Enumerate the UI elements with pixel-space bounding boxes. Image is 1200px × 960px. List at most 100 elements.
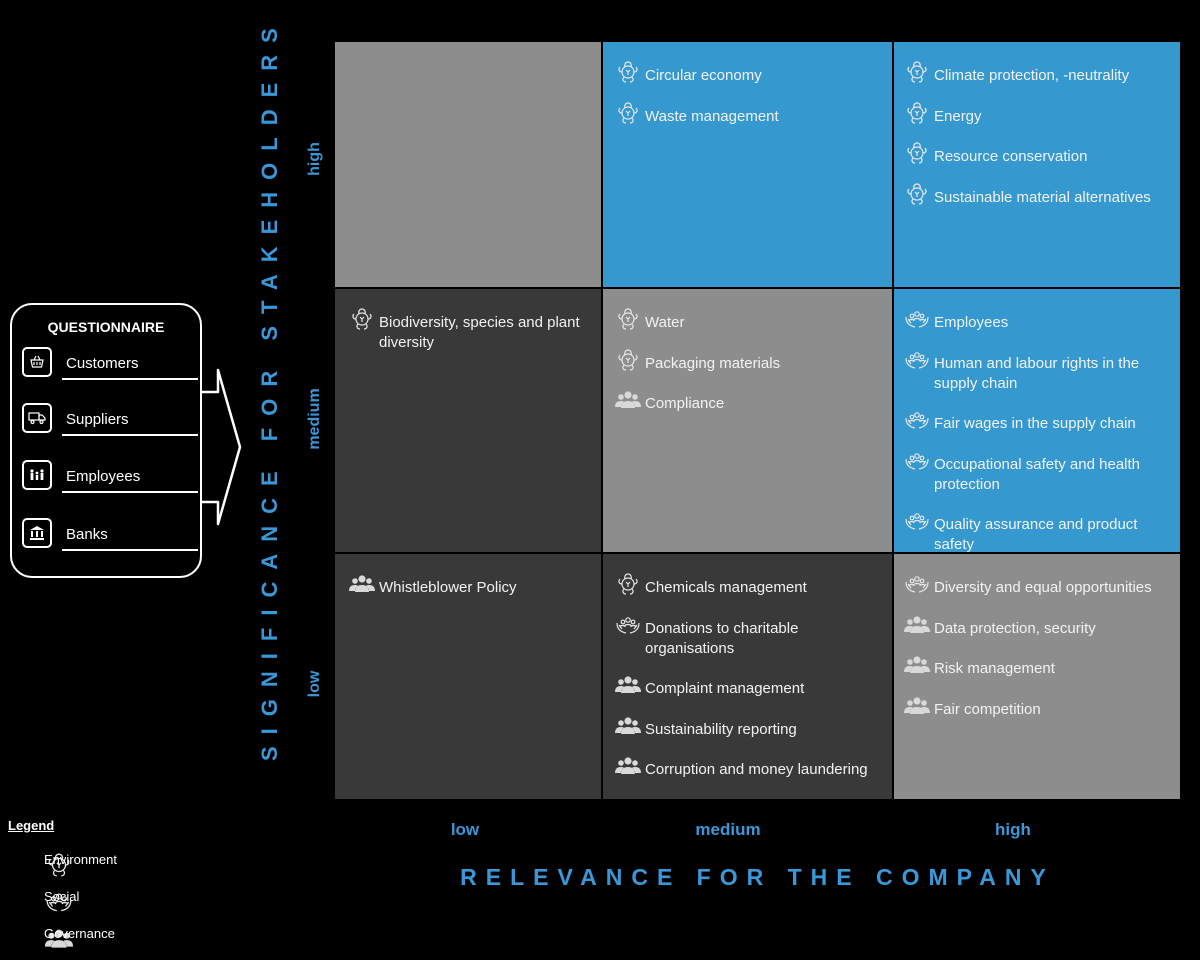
questionnaire-item: Employees <box>22 460 198 496</box>
legend-item-label: Governance <box>44 926 115 941</box>
questionnaire-item: Customers <box>22 347 198 383</box>
social-icon <box>904 572 930 596</box>
social-icon <box>904 408 930 432</box>
matrix-item: Resource conservation <box>904 142 1170 167</box>
matrix-item-label: Complaint management <box>645 680 805 697</box>
matrix-item: Employees <box>904 311 1170 333</box>
matrix-item: Complaint management <box>615 676 882 699</box>
environment-icon <box>615 348 641 372</box>
matrix-item: Fair competition <box>904 696 1170 720</box>
matrix-item-label: Occupational safety and health protectio… <box>934 455 1140 493</box>
answer-line <box>62 434 198 436</box>
matrix-item: Data protection, security <box>904 615 1170 639</box>
matrix-cell: Whistleblower Policy <box>335 554 601 799</box>
matrix-item: Risk management <box>904 656 1170 679</box>
legend-title: Legend <box>8 818 55 833</box>
matrix-item-label: Circular economy <box>645 67 762 84</box>
matrix-item: Sustainability reporting <box>615 716 882 740</box>
matrix-item-label: Sustainability reporting <box>645 720 797 738</box>
matrix-item: Corruption and money laundering <box>615 757 882 780</box>
environment-icon <box>615 101 641 125</box>
matrix-item-label: Corruption and money laundering <box>645 761 868 778</box>
matrix-item: Energy <box>904 101 1170 127</box>
questionnaire-item: Banks <box>22 518 198 554</box>
matrix-item-label: Human and labour rights in the supply ch… <box>934 354 1140 392</box>
bank-icon <box>22 518 52 548</box>
environment-icon <box>615 307 641 331</box>
answer-line <box>62 378 198 380</box>
questionnaire-item-label: Employees <box>66 468 141 485</box>
governance-icon <box>904 613 930 637</box>
environment-icon <box>615 572 641 596</box>
questionnaire-item-label: Banks <box>66 526 108 543</box>
social-icon <box>904 307 930 331</box>
matrix-item: Chemicals management <box>615 573 882 598</box>
y-level-label: high <box>306 142 323 176</box>
matrix-item: Waste management <box>615 101 882 127</box>
governance-icon <box>904 694 930 718</box>
governance-icon <box>349 572 375 596</box>
matrix-item-label: Sustainable material alternatives <box>934 188 1151 206</box>
governance-icon <box>615 388 641 412</box>
governance-icon <box>904 653 930 677</box>
matrix-item-label: Compliance <box>645 395 725 412</box>
matrix-item-label: Climate protection, -neutrality <box>934 67 1130 84</box>
matrix-cell: Biodiversity, species and plant diversit… <box>335 289 601 552</box>
arrow-icon <box>202 368 242 526</box>
matrix-item: Quality assurance and product safety <box>904 513 1170 555</box>
questionnaire-item-label: Suppliers <box>66 411 129 428</box>
matrix-item: Occupational safety and health protectio… <box>904 452 1170 495</box>
matrix-item: Sustainable material alternatives <box>904 182 1170 208</box>
matrix-item-label: Biodiversity, species and plant diversit… <box>379 314 580 351</box>
matrix-item: Climate protection, -neutrality <box>904 61 1170 86</box>
truck-icon <box>22 403 52 433</box>
legend-item-label: Social <box>44 889 80 904</box>
matrix-item-label: Chemicals management <box>645 579 807 596</box>
y-level-label: low <box>306 670 323 698</box>
governance-icon <box>615 673 641 697</box>
matrix-item-label: Resource conservation <box>934 148 1088 165</box>
social-icon <box>615 613 641 637</box>
governance-icon <box>44 926 74 952</box>
social-icon <box>904 348 930 372</box>
matrix-item: Human and labour rights in the supply ch… <box>904 351 1170 394</box>
matrix-item-label: Packaging materials <box>645 354 781 372</box>
people-icon <box>22 460 52 490</box>
matrix-item-label: Whistleblower Policy <box>379 579 517 596</box>
social-icon <box>904 449 930 473</box>
matrix-item-label: Diversity and equal opportunities <box>934 579 1152 596</box>
matrix-item-label: Donations to charitable organisations <box>645 619 799 657</box>
matrix-item: Biodiversity, species and plant diversit… <box>349 308 591 353</box>
governance-icon <box>615 714 641 738</box>
y-level-label: medium <box>306 388 323 450</box>
environment-icon <box>904 182 930 206</box>
questionnaire-item: Suppliers <box>22 403 198 439</box>
matrix-item-label: Data protection, security <box>934 619 1096 637</box>
answer-line <box>62 491 198 493</box>
matrix-item: Diversity and equal opportunities <box>904 576 1170 598</box>
matrix-item-label: Employees <box>934 314 1009 331</box>
matrix-item: Compliance <box>615 391 882 414</box>
x-axis-title: RELEVANCE FOR THE COMPANY <box>460 864 1055 890</box>
matrix-item: Whistleblower Policy <box>349 575 591 598</box>
answer-line <box>62 549 198 551</box>
environment-icon <box>904 101 930 125</box>
matrix-item: Packaging materials <box>615 348 882 374</box>
social-icon <box>44 889 74 915</box>
matrix-cell <box>335 42 601 287</box>
matrix-item: Donations to charitable organisations <box>615 616 882 659</box>
matrix-item: Water <box>615 308 882 333</box>
environment-icon <box>44 852 74 878</box>
matrix-item-label: Water <box>645 314 685 331</box>
matrix-item: Circular economy <box>615 61 882 86</box>
governance-icon <box>615 754 641 778</box>
x-level-label: high <box>995 820 1031 839</box>
